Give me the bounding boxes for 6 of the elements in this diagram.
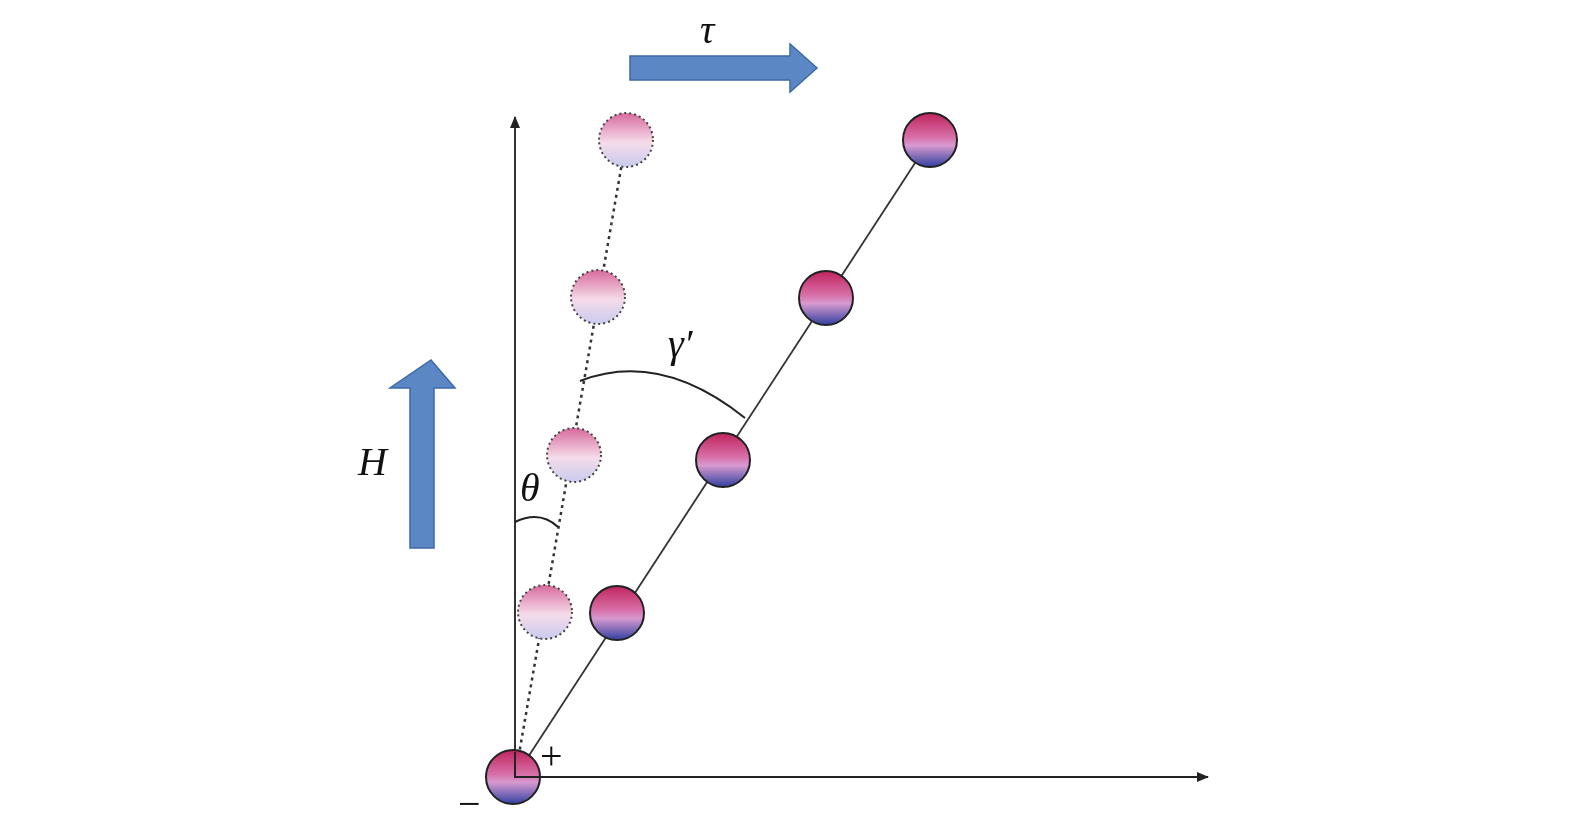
field-symbol: H [358,442,387,482]
charge-sign: + [540,736,563,776]
angle-label: θ [520,468,540,508]
charge-sign: − [458,784,481,824]
shear-symbol: τ [700,10,715,50]
angle-label: γ′ [668,324,693,364]
